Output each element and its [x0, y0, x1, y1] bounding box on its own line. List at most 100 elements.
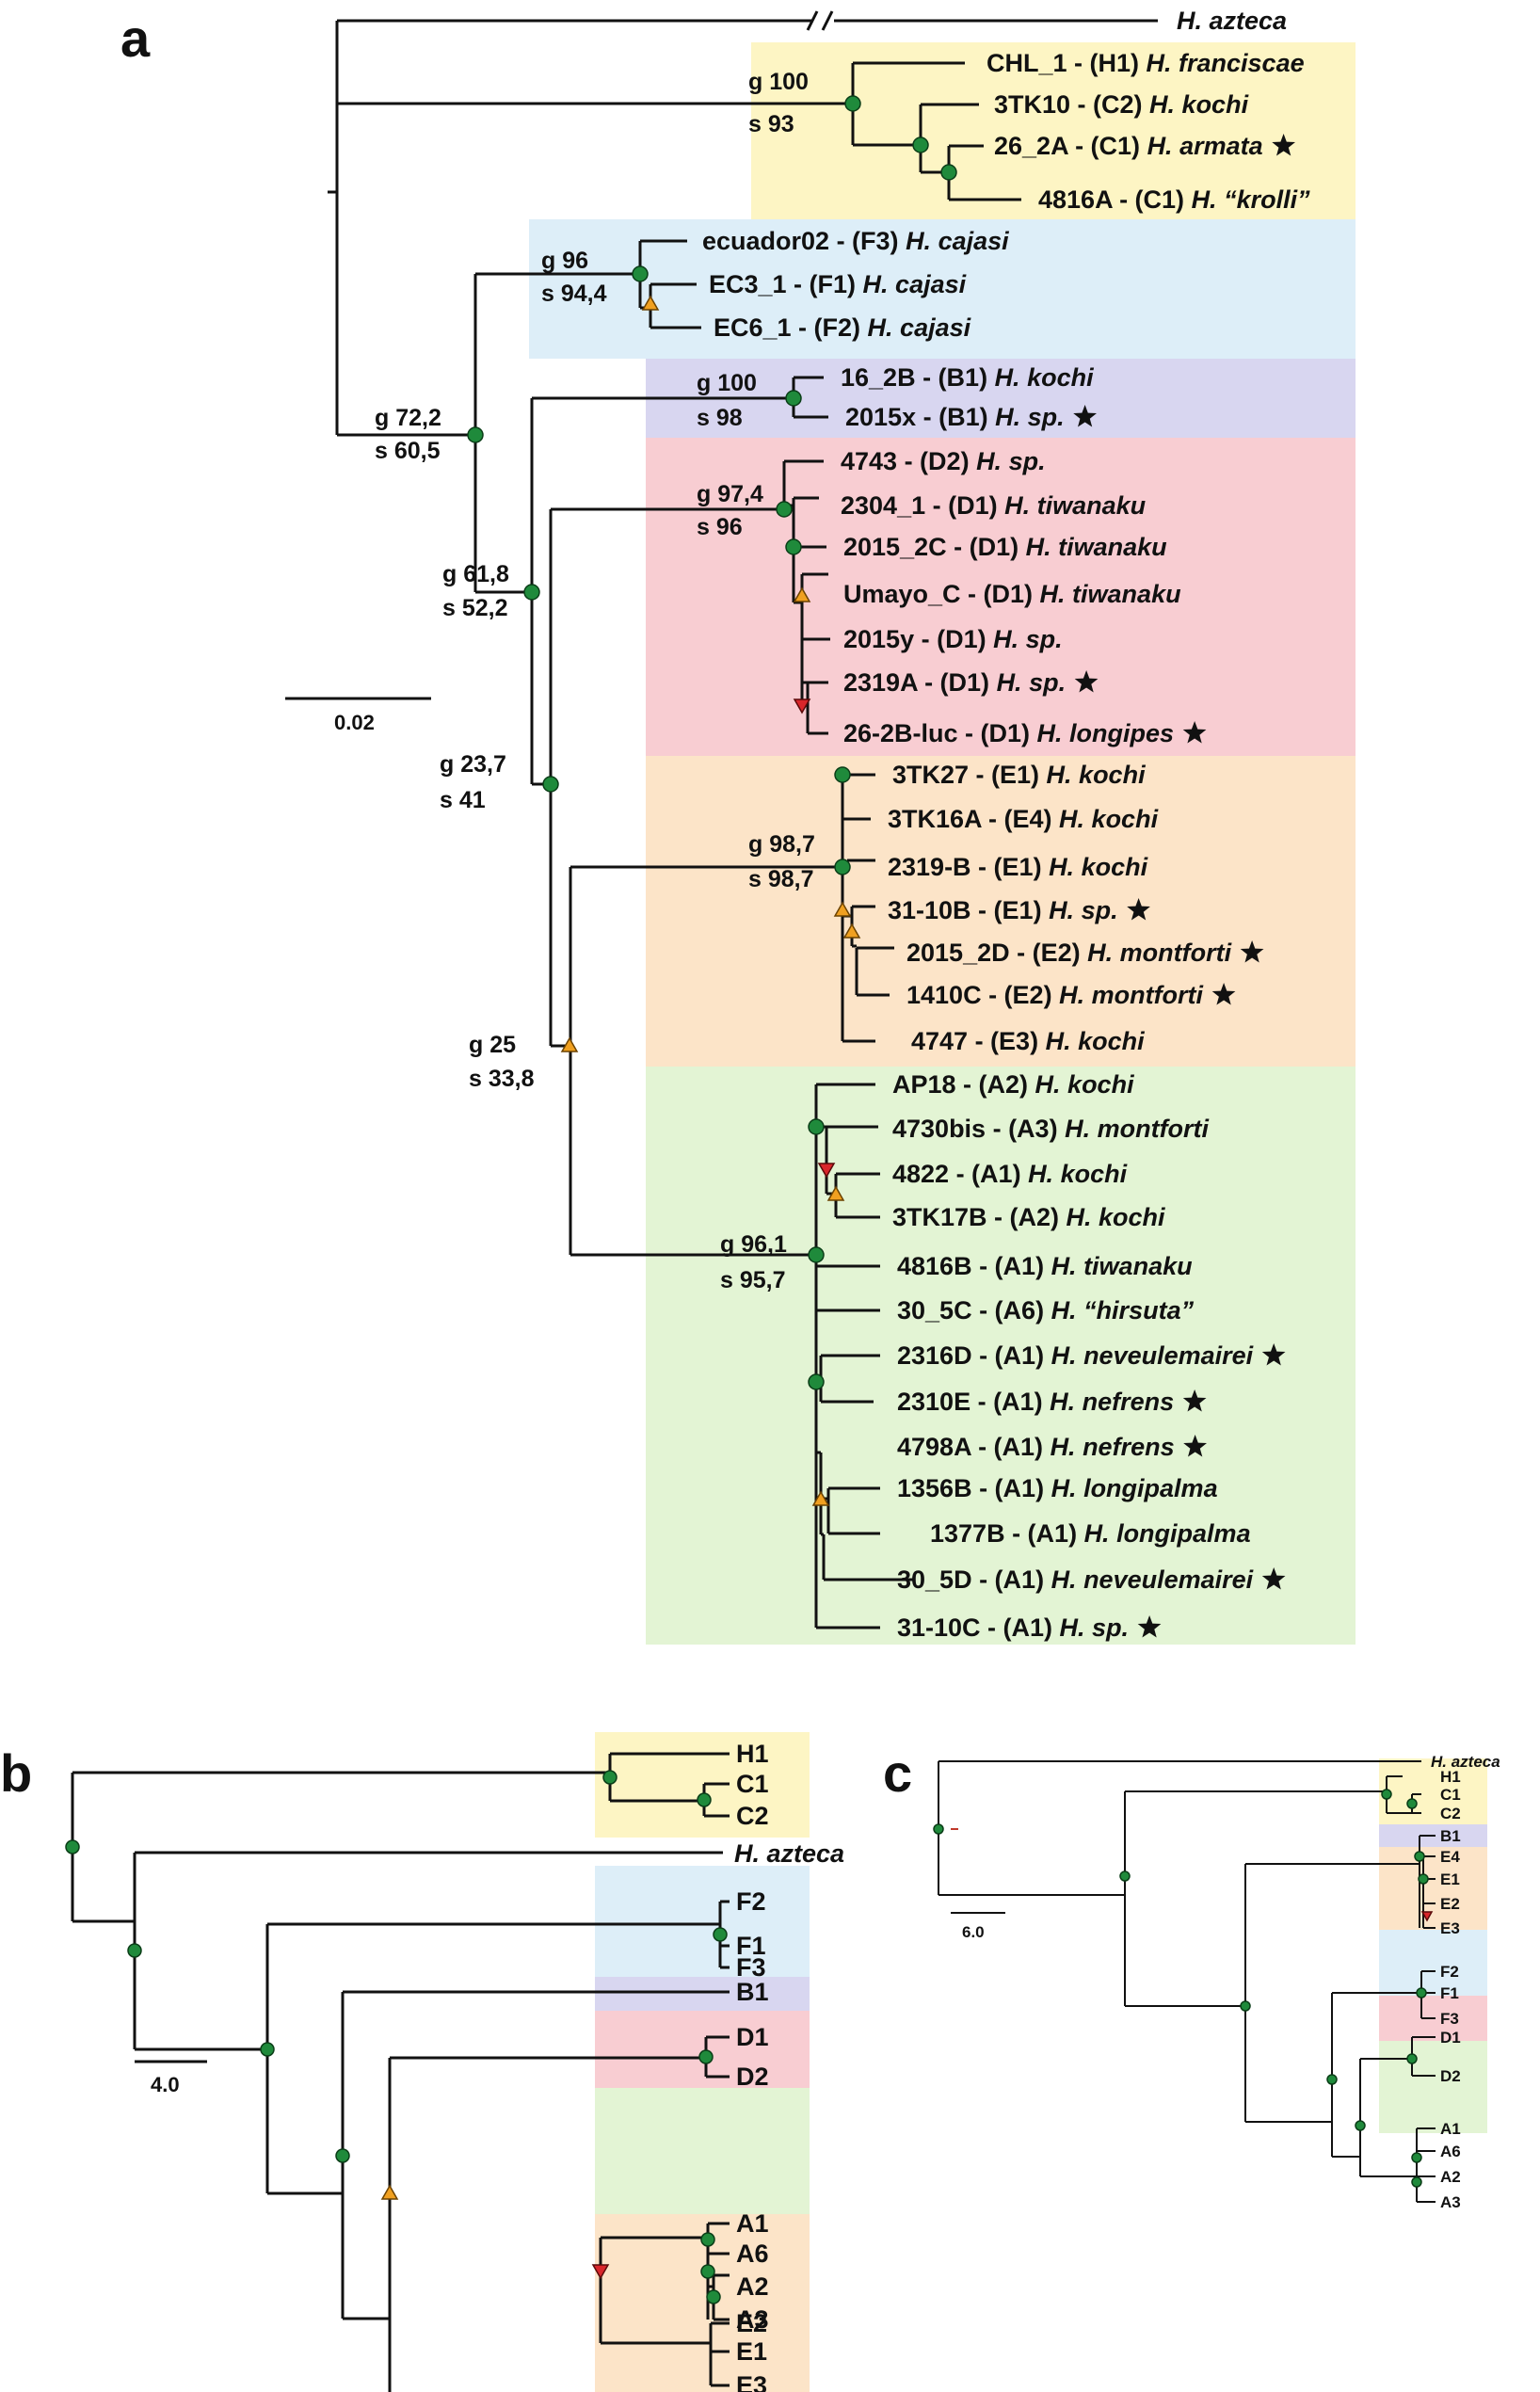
tip-label: F1	[736, 1932, 766, 1960]
support-g: g 96	[541, 248, 588, 274]
node-marker	[706, 2289, 721, 2304]
tip-label: F1	[1440, 1984, 1459, 2002]
clade-b-box-b	[595, 1977, 810, 2011]
scale-bar-label-c: 6.0	[962, 1923, 985, 1941]
taxon-label: 4822 - (A1) H. kochi	[892, 1160, 1128, 1188]
tip-label: H1	[1440, 1768, 1461, 1786]
taxon-label: CHL_1 - (H1) H. franciscae	[987, 49, 1305, 77]
node-marker	[1355, 2120, 1366, 2131]
tip-label: E2	[736, 2309, 767, 2337]
taxon-label: 4743 - (D2) H. sp.	[841, 447, 1046, 475]
star-icon	[1272, 134, 1295, 156]
triangle-orange-marker	[811, 1490, 830, 1506]
taxon-label: 2015x - (B1) H. sp.	[845, 403, 1065, 431]
node-marker	[700, 2264, 715, 2279]
taxon-label: EC6_1 - (F2) H. cajasi	[714, 313, 971, 342]
node-marker	[808, 1373, 825, 1390]
triangle-orange-marker	[380, 2184, 399, 2200]
support-g: g 96,1	[720, 1231, 787, 1258]
triangle-orange-marker	[826, 1185, 845, 1201]
taxon-label: 3TK27 - (E1) H. kochi	[892, 761, 1146, 789]
triangle-orange-marker	[833, 901, 852, 917]
triangle-red-marker	[1420, 1911, 1434, 1922]
node-marker	[542, 776, 559, 793]
taxon-label: 30_5D - (A1) H. neveulemairei	[897, 1565, 1254, 1594]
node-marker	[632, 265, 649, 282]
taxon-label: 2316D - (A1) H. neveulemairei	[897, 1341, 1254, 1370]
node-marker	[1411, 2152, 1422, 2163]
star-icon	[1073, 405, 1097, 427]
star-icon	[1240, 940, 1264, 963]
node-marker	[467, 426, 484, 443]
taxon-label: 1377B - (A1) H. longipalma	[930, 1519, 1251, 1548]
tip-label: D2	[1440, 2067, 1461, 2085]
taxon-label: 2319-B - (E1) H. kochi	[888, 853, 1148, 881]
node-marker	[940, 164, 957, 181]
node-marker	[785, 538, 802, 555]
taxon-label: 2310E - (A1) H. nefrens	[897, 1388, 1174, 1416]
star-icon	[1211, 983, 1236, 1005]
triangle-red-marker	[591, 2264, 610, 2280]
taxon-label: 2304_1 - (D1) H. tiwanaku	[841, 491, 1147, 520]
tip-label: F3	[1440, 2010, 1459, 2028]
node-marker	[834, 859, 851, 875]
taxon-label: ecuador02 - (F3) H. cajasi	[702, 227, 1009, 255]
support-s: s 96	[697, 514, 743, 540]
node-marker	[1381, 1789, 1392, 1800]
tip-label: A6	[1440, 2143, 1461, 2160]
tip-label: E4	[1440, 1848, 1460, 1866]
node-marker	[602, 1770, 618, 1785]
support-g: g 100	[697, 370, 757, 396]
node-marker	[1418, 1873, 1429, 1885]
clade-h-c-box-b	[595, 1732, 810, 1838]
taxon-label: 4798A - (A1) H. nefrens	[897, 1433, 1175, 1461]
support-g: g 25	[469, 1032, 516, 1058]
taxon-label: 31-10C - (A1) H. sp.	[897, 1613, 1129, 1642]
taxon-label: 26-2B-luc - (D1) H. longipes	[843, 719, 1174, 747]
node-marker	[1406, 1798, 1418, 1809]
panel-b-letter: b	[0, 1743, 32, 1803]
taxon-label: 3TK17B - (A2) H. kochi	[892, 1203, 1165, 1231]
tip-label: A6	[736, 2239, 769, 2268]
taxon-label: 2015_2D - (E2) H. montforti	[906, 939, 1232, 967]
tip-label: D2	[736, 2063, 769, 2091]
taxon-label: 4747 - (E3) H. kochi	[911, 1027, 1145, 1055]
support-g: g 97,4	[697, 481, 763, 507]
star-icon	[1182, 721, 1207, 744]
panel-a: a H. azteca	[120, 7, 1356, 1645]
tip-label: C1	[1440, 1786, 1461, 1804]
scale-bar-label-b: 4.0	[151, 2073, 180, 2096]
tip-label: B1	[1440, 1827, 1461, 1845]
node-marker	[1326, 2074, 1338, 2085]
node-marker	[844, 95, 861, 112]
node-marker	[776, 501, 793, 518]
tip-label: E3	[736, 2371, 767, 2392]
taxon-label: 1356B - (A1) H. longipalma	[897, 1474, 1218, 1502]
taxon-label: 26_2A - (C1) H. armata	[994, 132, 1263, 160]
taxon-label: 3TK10 - (C2) H. kochi	[994, 90, 1249, 119]
taxon-label: 3TK16A - (E4) H. kochi	[888, 805, 1159, 833]
triangle-red-marker	[817, 1163, 836, 1179]
node-marker	[1411, 2176, 1422, 2188]
tip-label: A1	[1440, 2120, 1461, 2138]
node-marker	[700, 2232, 715, 2247]
panel-c-letter: c	[883, 1743, 912, 1803]
support-s: s 95,7	[720, 1267, 786, 1293]
branches-panel-c	[938, 1760, 1436, 2203]
taxon-label: Umayo_C - (D1) H. tiwanaku	[843, 580, 1181, 608]
panel-c: c H. azteca 6.0 H1C1C2B1E4E1E2E3F2F1F3D1…	[883, 1743, 1500, 2211]
tip-label: A2	[736, 2272, 769, 2301]
support-g: g 98,7	[748, 831, 815, 858]
triangle-red-marker	[793, 698, 811, 714]
taxon-label: 4816B - (A1) H. tiwanaku	[897, 1252, 1193, 1280]
panel-a-letter: a	[120, 8, 151, 68]
support-s: s 60,5	[375, 438, 441, 464]
tip-label: A1	[736, 2209, 769, 2238]
tip-label: E1	[736, 2337, 767, 2366]
clade-e-box	[646, 756, 1356, 1067]
clade-e-box-c	[1379, 1847, 1487, 1930]
support-s: s 98,7	[748, 866, 814, 892]
star-icon	[1261, 1567, 1286, 1590]
taxon-label: 2015_2C - (D1) H. tiwanaku	[843, 533, 1167, 561]
